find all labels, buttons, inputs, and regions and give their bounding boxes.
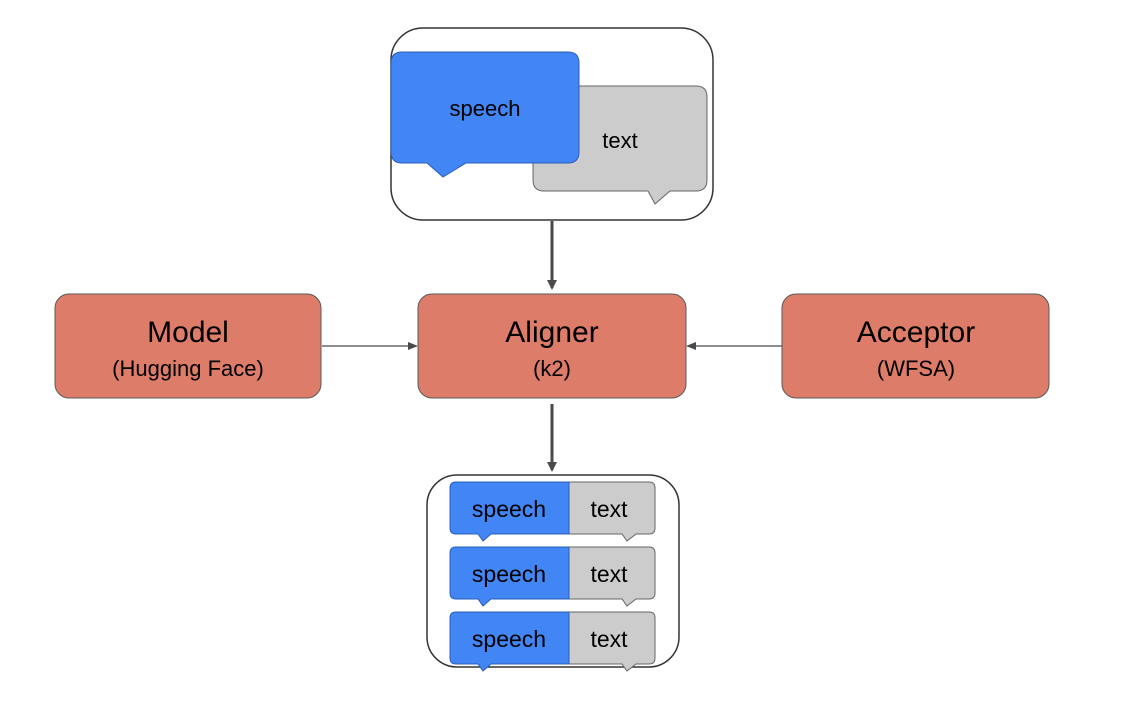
output-pair: speech text [449,481,656,542]
model-node: Model (Hugging Face) [54,293,322,399]
aligner-node-title: Aligner [505,316,598,349]
aligner-node-box [417,293,687,399]
output-text-label: text [590,626,628,652]
model-node-title: Model [147,316,229,349]
output-speech-bubble [449,481,570,542]
input-speech-label: speech [450,96,521,121]
aligner-node-subtitle: (k2) [533,356,571,381]
output-speech-label: speech [472,496,546,522]
acceptor-node-subtitle: (WFSA) [877,356,955,381]
output-speech-label: speech [472,626,546,652]
output-text-bubble [566,546,656,607]
output-pairs-group: speech text speech text speech text [426,474,680,672]
output-pair: speech text [449,611,656,672]
acceptor-node: Acceptor (WFSA) [781,293,1050,399]
output-text-label: text [590,496,628,522]
output-speech-bubble [449,611,570,672]
output-text-bubble [566,481,656,542]
output-speech-bubble [449,546,570,607]
output-text-bubble [566,611,656,672]
input-text-label: text [602,128,637,153]
model-node-box [54,293,322,399]
acceptor-node-box [781,293,1050,399]
input-speech-bubble [390,51,580,178]
acceptor-node-title: Acceptor [857,316,975,349]
output-speech-label: speech [472,561,546,587]
model-node-subtitle: (Hugging Face) [112,356,264,381]
output-pair: speech text [449,546,656,607]
input-pair-group: text speech [390,27,714,221]
aligner-node: Aligner (k2) [417,293,687,399]
output-text-label: text [590,561,628,587]
